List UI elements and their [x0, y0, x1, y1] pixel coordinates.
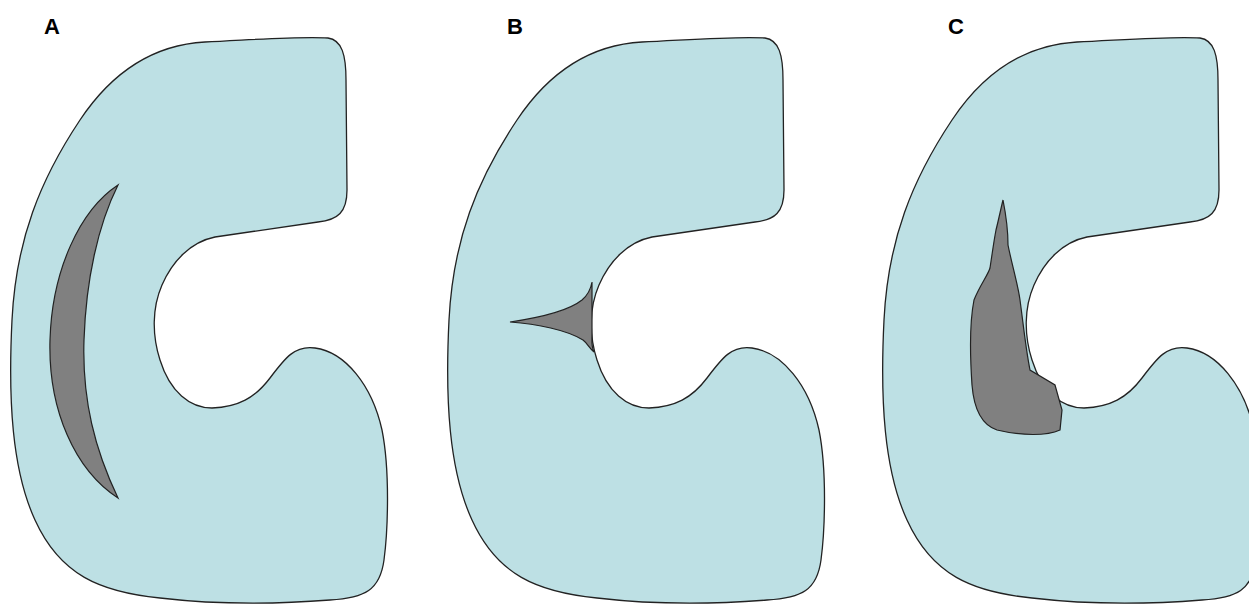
tear-a: [50, 185, 118, 498]
tear-b: [510, 282, 594, 352]
meniscus-b: [448, 37, 825, 603]
panel-letter: A: [44, 16, 60, 38]
panel-letter: B: [507, 16, 523, 38]
meniscus-c: [883, 37, 1249, 603]
panel-letter: C: [948, 16, 964, 38]
meniscus-a: [11, 37, 388, 603]
tear-c: [971, 200, 1062, 435]
